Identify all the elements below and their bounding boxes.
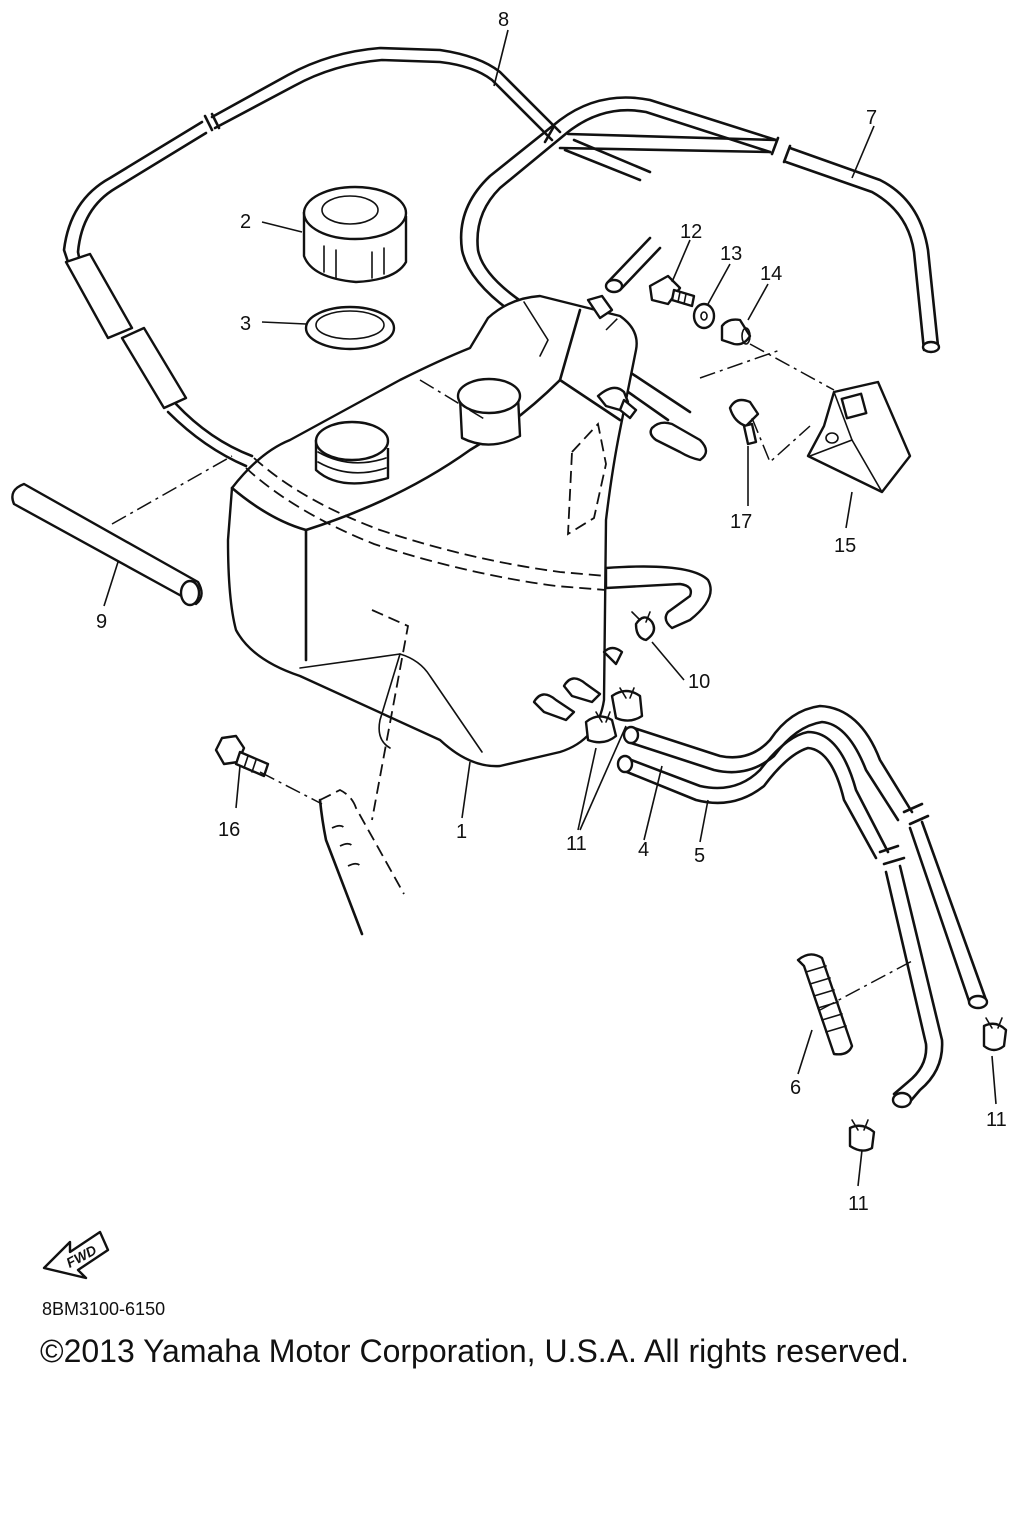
label-11-upper: 11: [566, 833, 587, 855]
label-3: 3: [240, 313, 251, 335]
label-15: 15: [834, 535, 856, 557]
part-number-labels: 8 7 2 3 12 13 14 17 15 9 10 16 1 11 4 5 …: [96, 9, 1007, 1215]
tank-cap: [302, 185, 408, 284]
collar-14: [720, 318, 752, 346]
fwd-arrow-icon: FWD: [42, 1230, 110, 1280]
label-4: 4: [638, 839, 649, 861]
clip-10: [631, 611, 656, 642]
label-13: 13: [720, 243, 742, 265]
leader-lines: [103, 29, 997, 1187]
label-10: 10: [688, 671, 710, 693]
label-7: 7: [866, 107, 877, 129]
label-14: 14: [760, 263, 782, 285]
label-1: 1: [456, 821, 467, 843]
hose-clip-11: [584, 687, 1008, 1152]
protector-sleeve-6: [796, 953, 854, 1056]
label-8: 8: [498, 9, 509, 31]
label-11-right: 11: [986, 1109, 1007, 1131]
copyright-notice: ©2013 Yamaha Motor Corporation, U.S.A. A…: [40, 1333, 910, 1369]
oil-tank: [226, 294, 712, 821]
bolt-17: [728, 398, 760, 446]
bracket-15: [806, 380, 912, 494]
label-6: 6: [790, 1077, 801, 1099]
bolt-12: [648, 274, 696, 308]
hose-7: [459, 96, 941, 462]
hose-9: [11, 482, 203, 607]
hose-8: [62, 46, 778, 468]
frame-tab: [318, 788, 405, 936]
label-9: 9: [96, 611, 107, 633]
hose-4: [622, 704, 989, 1010]
label-16: 16: [218, 819, 240, 841]
gasket-ring: [304, 305, 396, 351]
label-17: 17: [730, 511, 752, 533]
washer-13: [692, 302, 716, 330]
bolt-16: [214, 734, 270, 778]
label-12: 12: [680, 221, 702, 243]
drawing-code: 8BM3100-6150: [42, 1299, 166, 1319]
hose-5: [616, 730, 944, 1109]
label-2: 2: [240, 211, 251, 233]
label-11-bottom: 11: [848, 1193, 869, 1215]
label-5: 5: [694, 845, 705, 867]
alignment-lines: [111, 315, 915, 1011]
